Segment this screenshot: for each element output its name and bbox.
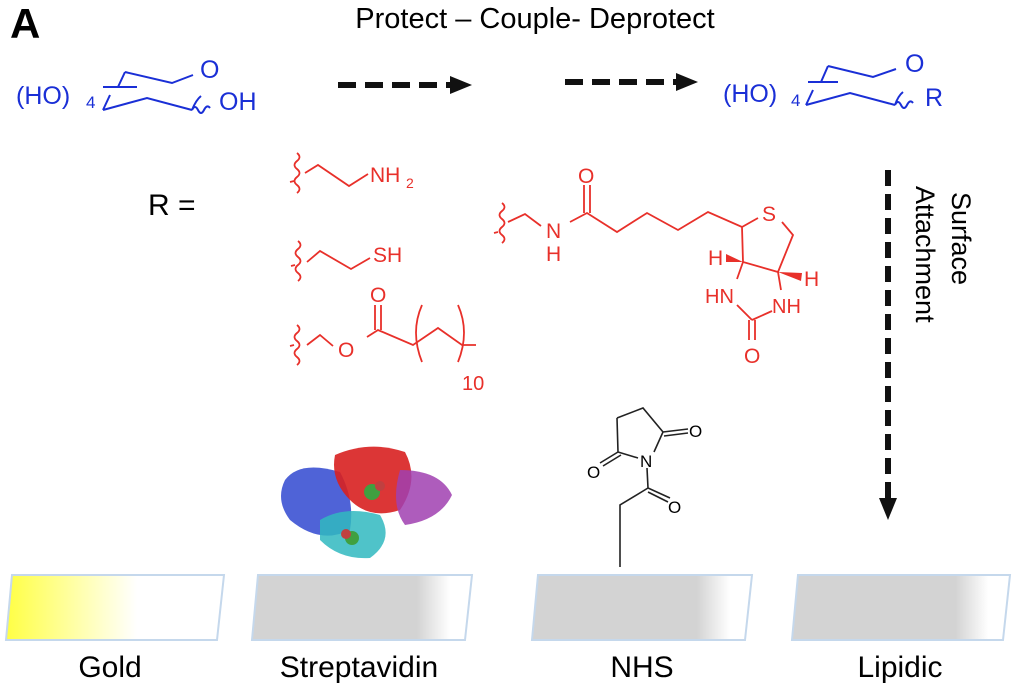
attachment-label: Attachment bbox=[910, 186, 940, 323]
thiol-group: SH bbox=[373, 244, 402, 267]
r-equals-label: R = bbox=[148, 189, 196, 222]
h-left: H bbox=[708, 247, 723, 270]
ester-ether-o: O bbox=[338, 339, 354, 362]
starting-sugar: (HO) 4 O OH bbox=[16, 56, 257, 116]
dashed-arrow-1 bbox=[338, 76, 472, 94]
sugar-subscript: 4 bbox=[86, 93, 95, 112]
nhs-slide bbox=[530, 574, 754, 641]
surface-label-gold: Gold bbox=[78, 651, 141, 684]
product-r: R bbox=[925, 84, 943, 112]
thiol-linker: SH bbox=[290, 240, 402, 282]
repeat-count: 10 bbox=[462, 373, 484, 395]
scheme-title: Protect – Couple- Deprotect bbox=[355, 3, 714, 35]
nhs-o-right: O bbox=[689, 422, 702, 441]
nhs-o-acyl: O bbox=[668, 498, 681, 517]
ester-carbonyl-o: O bbox=[370, 284, 386, 307]
nhs-o-left: O bbox=[587, 463, 600, 482]
product-subscript: 4 bbox=[791, 91, 800, 110]
urea-o: O bbox=[744, 345, 760, 368]
ester-linker: O O 10 bbox=[289, 284, 484, 395]
surface-label: Surface bbox=[946, 192, 976, 285]
surface-slides: Gold Streptavidin NHS Lipidic bbox=[4, 574, 1012, 684]
surface-label-lipidic: Lipidic bbox=[857, 651, 942, 684]
urea-hn: HN bbox=[705, 286, 734, 308]
amine-linker: NH 2 bbox=[289, 152, 414, 194]
streptavidin-protein-icon bbox=[281, 446, 452, 559]
sugar-hydroxyls: (HO) bbox=[16, 82, 70, 110]
gold-slide bbox=[4, 574, 226, 641]
h-right: H bbox=[804, 268, 819, 291]
streptavidin-slide bbox=[250, 574, 474, 641]
product-sugar: (HO) 4 O R bbox=[723, 50, 943, 112]
amide-n: N bbox=[546, 220, 561, 243]
amide-o: O bbox=[578, 165, 594, 188]
nhs-n: N bbox=[640, 452, 652, 471]
lipidic-slide bbox=[790, 574, 1012, 641]
dashed-arrow-2 bbox=[565, 73, 698, 91]
surface-attachment-arrow: Surface Attachment bbox=[879, 170, 976, 520]
nhs-ester: N O O O bbox=[587, 407, 702, 567]
anomeric-oh: OH bbox=[219, 88, 257, 116]
biotin-linker: N H O S H H HN NH O bbox=[493, 165, 819, 368]
surface-label-nhs: NHS bbox=[610, 651, 673, 684]
product-hydroxyls: (HO) bbox=[723, 80, 777, 108]
urea-nh: NH bbox=[772, 296, 801, 318]
ring-oxygen: O bbox=[200, 56, 219, 84]
thiophane-s: S bbox=[762, 203, 776, 226]
product-ring-oxygen: O bbox=[905, 50, 924, 78]
panel-label: A bbox=[10, 0, 40, 47]
amine-group: NH bbox=[370, 164, 400, 187]
amide-h: H bbox=[546, 243, 561, 266]
amine-subscript: 2 bbox=[406, 175, 414, 191]
surface-label-streptavidin: Streptavidin bbox=[280, 651, 438, 684]
